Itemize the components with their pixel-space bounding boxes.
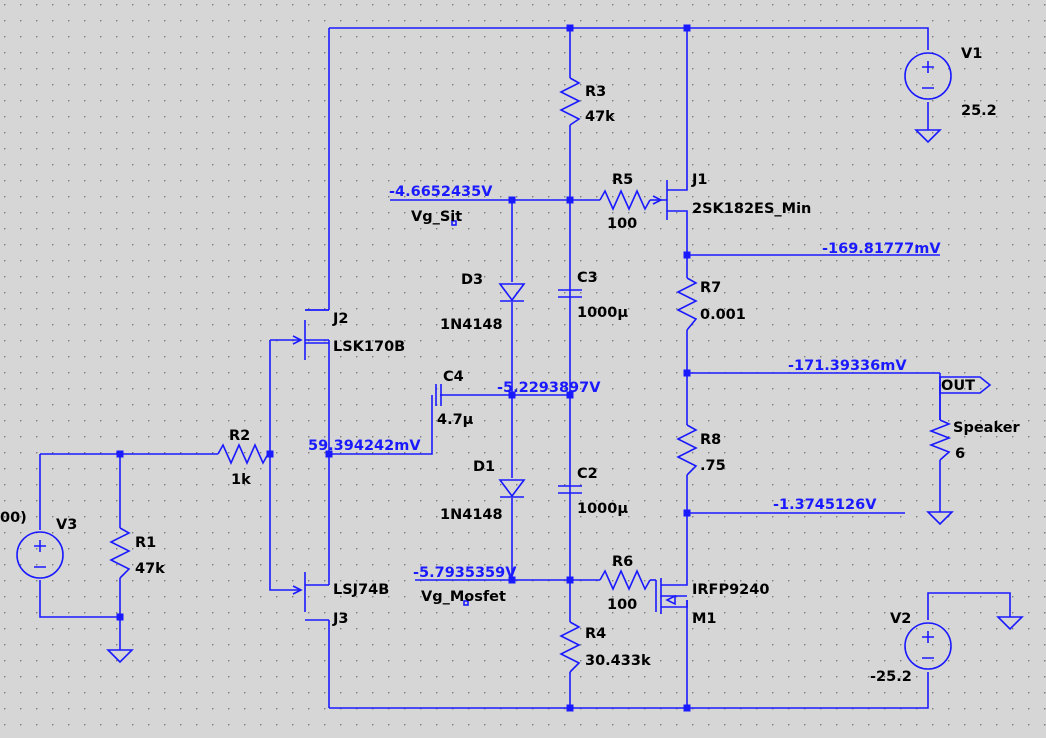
- label-r8: R8: [700, 432, 721, 448]
- value-m1: IRFP9240: [692, 582, 769, 598]
- value-r1: 47k: [135, 561, 165, 577]
- voltage-source-v1[interactable]: [904, 52, 952, 100]
- jfet-j2[interactable]: [292, 309, 329, 360]
- value-r8: .75: [700, 458, 726, 474]
- value-speaker: 6: [955, 446, 965, 462]
- value-r6: 100: [607, 597, 637, 613]
- label-r3: R3: [585, 84, 606, 100]
- mosfet-m1[interactable]: [655, 578, 688, 614]
- resistor-r5[interactable]: [599, 189, 651, 211]
- value-v1: 25.2: [961, 103, 997, 119]
- label-r4: R4: [585, 626, 606, 642]
- ground-symbol-input: [106, 649, 134, 664]
- resistor-r7[interactable]: [676, 277, 698, 331]
- diode-d1[interactable]: [498, 479, 526, 498]
- label-v3: V3: [56, 517, 77, 533]
- label-j2: J2: [332, 311, 348, 327]
- ground-symbol-speaker: [926, 511, 954, 526]
- wires: [39, 27, 1011, 709]
- resistor-r6[interactable]: [599, 569, 651, 591]
- value-c4: 4.7µ: [437, 412, 474, 428]
- label-d3: D3: [461, 272, 483, 288]
- value-v3-fragment: 00): [0, 510, 27, 526]
- label-r6: R6: [612, 554, 633, 570]
- label-j1: J1: [691, 172, 707, 188]
- value-d1: 1N4148: [440, 507, 503, 523]
- value-d3: 1N4148: [440, 317, 503, 333]
- resistor-r3[interactable]: [559, 77, 581, 126]
- net-label-vg-mosfet: Vg_Mosfet: [421, 589, 506, 605]
- label-r7: R7: [700, 280, 721, 296]
- voltage-out: -171.39336mV: [788, 358, 907, 374]
- value-j1: 2SK182ES_Min: [692, 201, 811, 217]
- voltage-source-v2[interactable]: [904, 622, 952, 670]
- voltage-source-v3[interactable]: [16, 531, 64, 579]
- voltage-mid: -5.2293897V: [497, 380, 601, 396]
- capacitor-c3[interactable]: [558, 289, 582, 298]
- resistor-r8[interactable]: [676, 424, 698, 476]
- label-r1: R1: [135, 535, 156, 551]
- value-r3: 47k: [585, 109, 615, 125]
- voltage-vg-sit: -4.6652435V: [389, 184, 493, 200]
- label-v2: V2: [890, 611, 911, 627]
- label-speaker: Speaker: [953, 420, 1021, 436]
- label-c2: C2: [577, 466, 598, 482]
- label-r5: R5: [612, 172, 633, 188]
- diode-d3[interactable]: [498, 283, 526, 302]
- label-m1: M1: [692, 611, 717, 627]
- label-r2: R2: [229, 428, 250, 444]
- label-c4: C4: [443, 369, 464, 385]
- value-j2: LSK170B: [333, 339, 405, 355]
- jfet-j3[interactable]: [292, 572, 329, 621]
- jfet-j1[interactable]: [652, 165, 688, 225]
- value-c3: 1000µ: [577, 305, 628, 321]
- value-j3: LSJ74B: [333, 582, 389, 598]
- vg-sit-flag: [451, 220, 457, 226]
- junctions: [116, 24, 691, 712]
- ground-symbol-v1: [914, 129, 942, 144]
- capacitor-c2[interactable]: [558, 485, 582, 494]
- resistor-r1[interactable]: [109, 527, 131, 579]
- value-r2: 1k: [231, 472, 251, 488]
- resistor-r4[interactable]: [559, 621, 581, 673]
- voltage-j1-source: -169.81777mV: [822, 241, 941, 257]
- label-c3: C3: [577, 270, 598, 286]
- label-v1: V1: [961, 46, 982, 62]
- net-label-out: OUT: [941, 378, 975, 394]
- resistor-speaker[interactable]: [928, 419, 952, 461]
- capacitor-c4[interactable]: [435, 384, 442, 406]
- resistor-r2[interactable]: [217, 443, 269, 465]
- voltage-m1-source: -1.3745126V: [773, 497, 877, 513]
- value-r7: 0.001: [700, 307, 746, 323]
- voltage-vg-mosfet: -5.7935359V: [413, 565, 517, 581]
- label-d1: D1: [473, 459, 495, 475]
- value-r4: 30.433k: [585, 653, 651, 669]
- voltage-input: 59.394242mV: [308, 438, 421, 454]
- net-label-vg-sit: Vg_Sit: [411, 209, 462, 225]
- value-v2: -25.2: [870, 669, 912, 685]
- vg-mosfet-flag: [463, 600, 469, 606]
- value-r5: 100: [607, 216, 637, 232]
- value-c2: 1000µ: [577, 501, 628, 517]
- label-j3: J3: [332, 611, 348, 627]
- ground-symbol-v2: [996, 616, 1024, 631]
